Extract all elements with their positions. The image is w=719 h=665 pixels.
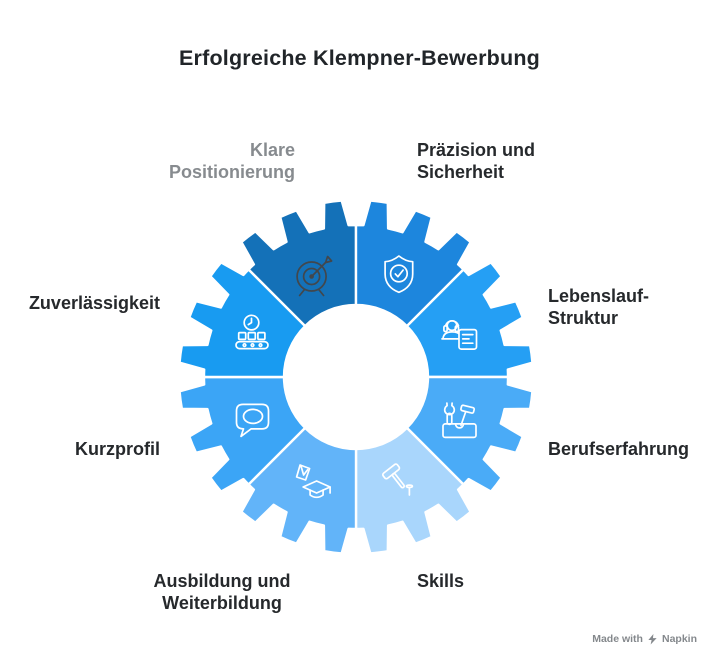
- napkin-logo-icon: [648, 633, 657, 645]
- hammer-nail-icon: [381, 463, 414, 496]
- clock-conveyor-icon: [235, 314, 269, 350]
- watermark-brand: Napkin: [661, 633, 697, 645]
- watermark-text: Made with: [592, 633, 643, 645]
- toolbox-wrench-hammer-icon: [442, 402, 477, 439]
- segment-label-berufserfahrung: Berufserfahrung: [548, 439, 690, 459]
- segment-label-skills: Skills: [417, 571, 465, 591]
- segment-label-klare-positionierung: Klare Positionierung: [169, 140, 295, 182]
- watermark: Made with Napkin: [592, 633, 697, 645]
- gear-wedges: [178, 199, 534, 555]
- segment-label-zuverlaessigkeit: Zuverlässigkeit: [28, 293, 160, 313]
- shield-check-icon: [384, 255, 414, 294]
- segment-label-ausbildung-und-weiterbildung: Ausbildung und Weiterbildung: [153, 571, 291, 613]
- segment-label-kurzprofil: Kurzprofil: [75, 439, 160, 459]
- speech-bubble-icon: [235, 403, 270, 438]
- segment-label-lebenslauf-struktur: Lebenslauf-Struktur: [548, 286, 650, 328]
- target-arrow-icon: [296, 255, 333, 297]
- book-graduation-cap-icon: [295, 464, 331, 499]
- headset-person-document-icon: [441, 319, 478, 350]
- segment-label-praezision-und-sicherheit: Präzision und Sicherheit: [417, 140, 536, 182]
- gear-segment-8: [178, 261, 307, 379]
- page-title: Erfolgreiche Klempner-Bewerbung: [178, 46, 540, 70]
